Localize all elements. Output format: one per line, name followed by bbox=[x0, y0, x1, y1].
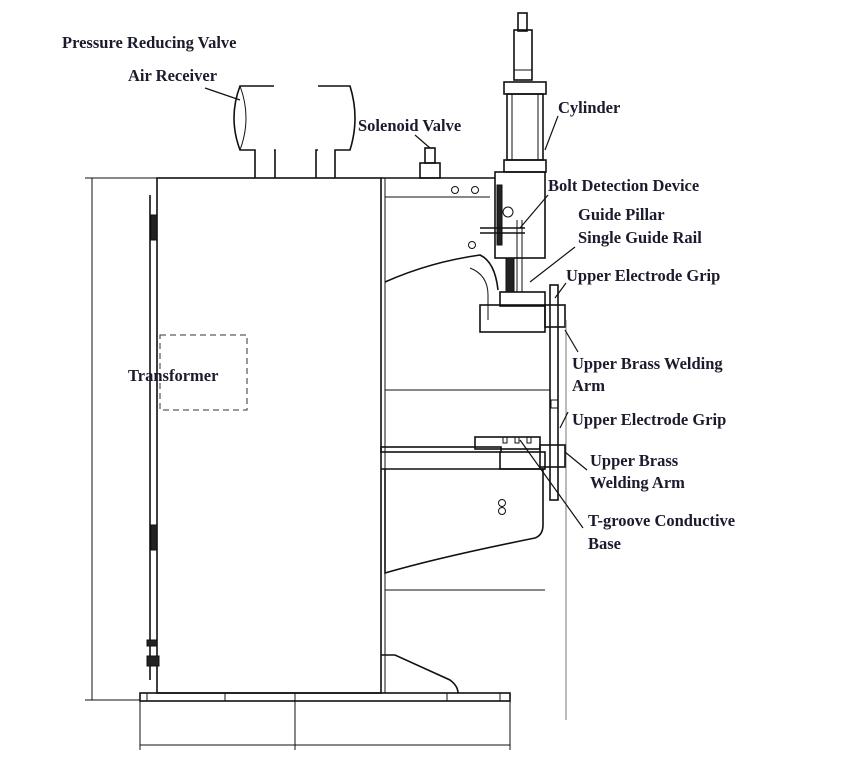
machine-body bbox=[146, 177, 386, 694]
electrode-rod bbox=[544, 284, 567, 720]
label-bolt-detection-device: Bolt Detection Device bbox=[548, 176, 699, 195]
lower-arm bbox=[380, 436, 566, 575]
transformer-outline bbox=[159, 334, 248, 411]
label-single-guide-rail: Single Guide Rail bbox=[578, 228, 702, 247]
guide-rail bbox=[505, 220, 523, 293]
label-air-receiver: Air Receiver bbox=[128, 66, 217, 85]
label-pressure-reducing-valve: Pressure Reducing Valve bbox=[62, 33, 236, 52]
label-welding-arm-2: Welding Arm bbox=[590, 473, 685, 492]
label-base: Base bbox=[588, 534, 621, 553]
label-solenoid-valve: Solenoid Valve bbox=[358, 116, 461, 135]
solenoid-valve bbox=[419, 147, 441, 179]
label-upper-electrode-grip-2: Upper Electrode Grip bbox=[572, 410, 726, 429]
height-dimension bbox=[85, 177, 157, 701]
label-cylinder: Cylinder bbox=[558, 98, 620, 117]
label-upper-brass-2: Upper Brass bbox=[590, 451, 679, 470]
label-transformer: Transformer bbox=[128, 366, 218, 385]
base-plate bbox=[139, 692, 511, 702]
label-upper-brass-welding-arm: Upper Brass Welding bbox=[572, 354, 723, 373]
label-upper-brass-welding-arm-line2: Arm bbox=[572, 376, 605, 395]
label-guide-pillar: Guide Pillar bbox=[578, 205, 665, 224]
air-receiver bbox=[233, 85, 356, 178]
leader-lines bbox=[204, 87, 588, 529]
width-dimension bbox=[139, 700, 511, 750]
upper-arm bbox=[381, 177, 546, 333]
cylinder bbox=[480, 12, 547, 259]
support-foot bbox=[381, 654, 459, 694]
label-upper-electrode-grip: Upper Electrode Grip bbox=[566, 266, 720, 285]
label-t-groove-conductive: T-groove Conductive bbox=[588, 511, 735, 530]
